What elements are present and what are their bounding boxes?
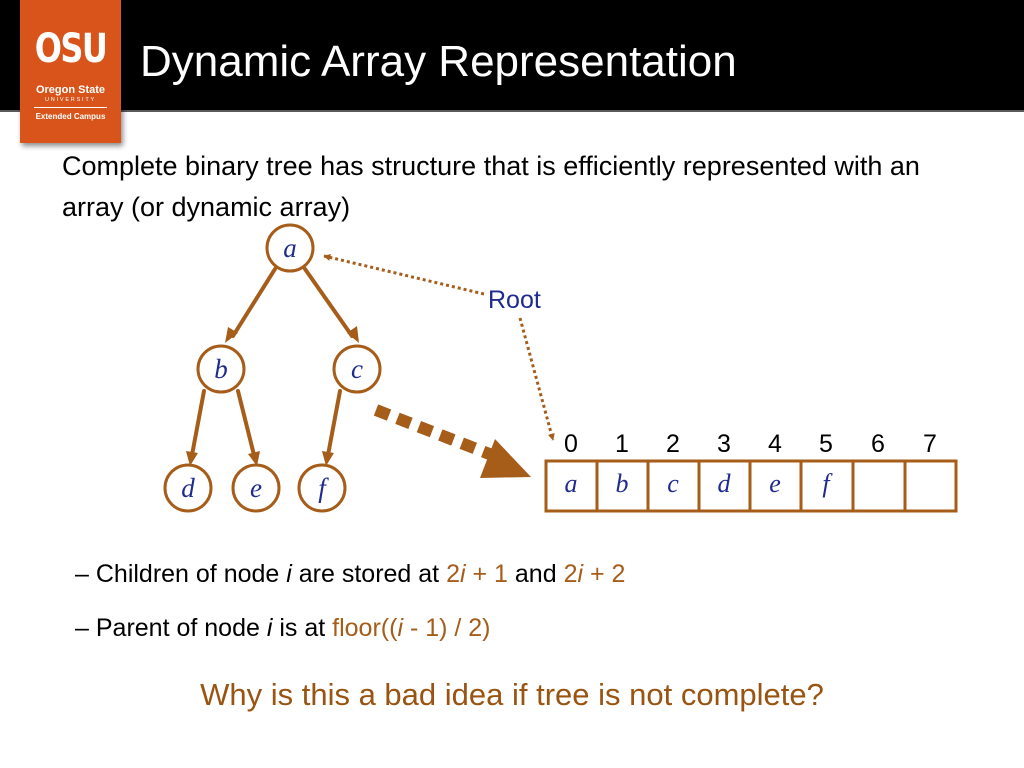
array-cell-7 xyxy=(903,459,958,513)
bullet-children-middle: are stored at xyxy=(291,560,447,588)
formula-var: i xyxy=(459,560,466,588)
array-index-3: 3 xyxy=(717,430,731,458)
array-cell-0 xyxy=(544,459,599,513)
formula-part: + 1 xyxy=(465,560,508,588)
edge-a-c-head xyxy=(347,326,359,343)
closing-question: Why is this a bad idea if tree is not co… xyxy=(200,677,824,712)
array-cell-1 xyxy=(595,459,650,513)
formula-part: - 1) / 2) xyxy=(403,614,491,642)
formula-parent: floor((i - 1) / 2) xyxy=(332,614,490,642)
bullet-parent-prefix: Parent of node xyxy=(95,614,267,642)
tree-node-f: f xyxy=(297,463,347,513)
formula-var: i xyxy=(397,614,403,642)
intro-text: Complete binary tree has structure that … xyxy=(62,151,920,222)
tree-node-e: e xyxy=(231,463,281,513)
tree-node-label: a xyxy=(283,233,297,263)
formula-left-child: 2i + 1 xyxy=(446,560,508,588)
array-index-6: 6 xyxy=(871,430,885,458)
bullet-dash: – xyxy=(75,560,89,588)
array-cell-value-4: e xyxy=(769,469,781,498)
bullet-children-prefix: Children of node xyxy=(95,560,287,588)
slide-title: Dynamic Array Representation xyxy=(140,37,737,86)
tree-node-label: e xyxy=(250,473,262,503)
array-cell-value-2: c xyxy=(667,469,679,498)
edge-c-f-head xyxy=(322,451,334,466)
logo-name: Oregon State xyxy=(35,84,106,96)
array-cell-3 xyxy=(697,459,752,513)
array-cell-value-5: f xyxy=(822,469,833,498)
array-cell-value-1: b xyxy=(616,469,629,498)
array-cell-value-0: a xyxy=(565,469,578,498)
edge-b-d-head xyxy=(186,451,198,466)
tree-to-array-arrow xyxy=(373,404,495,461)
osu-logo: OSU Oregon State UNIVERSITY Extended Cam… xyxy=(20,0,121,143)
array-index-2: 2 xyxy=(666,430,680,458)
title-bar: Dynamic Array Representation xyxy=(0,0,1024,112)
title-bar-divider xyxy=(0,110,1024,112)
logo-mark: OSU xyxy=(34,26,108,72)
tree-node-label: c xyxy=(351,354,363,384)
formula-part: floor(( xyxy=(332,614,398,642)
root-pointer-to-array xyxy=(518,317,555,441)
tree-node-label: d xyxy=(181,473,195,503)
edge-b-e-head xyxy=(248,451,260,466)
tree-node-label: b xyxy=(214,354,228,384)
edge-a-c xyxy=(303,267,354,338)
array-index-7: 7 xyxy=(923,430,937,458)
var-i: i xyxy=(286,560,292,588)
edge-c-f xyxy=(326,389,342,457)
logo-campus: Extended Campus xyxy=(35,112,106,121)
edge-b-d xyxy=(190,389,206,457)
var-i: i xyxy=(266,614,273,642)
bullet-children-and: and xyxy=(507,560,564,588)
array-indices: 0 1 2 3 4 5 6 7 xyxy=(564,430,937,458)
tree-node-label: f xyxy=(318,473,329,503)
formula-right-child: 2i + 2 xyxy=(564,560,626,588)
edge-a-b-head xyxy=(225,327,238,343)
root-pointer-to-node xyxy=(323,254,485,296)
array-index-5: 5 xyxy=(819,430,833,458)
bullet-parent-middle: is at xyxy=(272,614,333,642)
array-cell-value-3: d xyxy=(718,469,732,498)
bullet-children: – Children of node i are stored at 2i + … xyxy=(75,558,625,590)
edge-a-b xyxy=(231,267,277,338)
root-label: Root xyxy=(488,286,541,314)
array-cell-5 xyxy=(799,459,855,513)
edge-b-e xyxy=(236,389,256,457)
logo-university: UNIVERSITY xyxy=(44,97,96,103)
tree-to-array-arrow-head xyxy=(480,439,531,478)
formula-var: i xyxy=(577,560,584,588)
array-cell-4 xyxy=(748,459,803,513)
array-index-4: 4 xyxy=(768,430,782,458)
tree-node-c: c xyxy=(332,344,382,394)
tree-node-a: a xyxy=(265,223,315,273)
tree-node-d: d xyxy=(163,463,213,513)
formula-part: + 2 xyxy=(583,560,626,588)
tree-node-b: b xyxy=(196,344,246,394)
formula-part: 2 xyxy=(446,560,460,588)
formula-part: 2 xyxy=(563,560,578,588)
logo-divider xyxy=(34,107,107,108)
array-index-0: 0 xyxy=(564,430,578,458)
array-cells: a b c d e f xyxy=(544,459,958,513)
array-index-1: 1 xyxy=(615,430,629,458)
bullet-dash: – xyxy=(75,614,89,642)
bullet-parent: – Parent of node i is at floor((i - 1) /… xyxy=(75,612,491,644)
array-cell-6 xyxy=(851,459,907,513)
